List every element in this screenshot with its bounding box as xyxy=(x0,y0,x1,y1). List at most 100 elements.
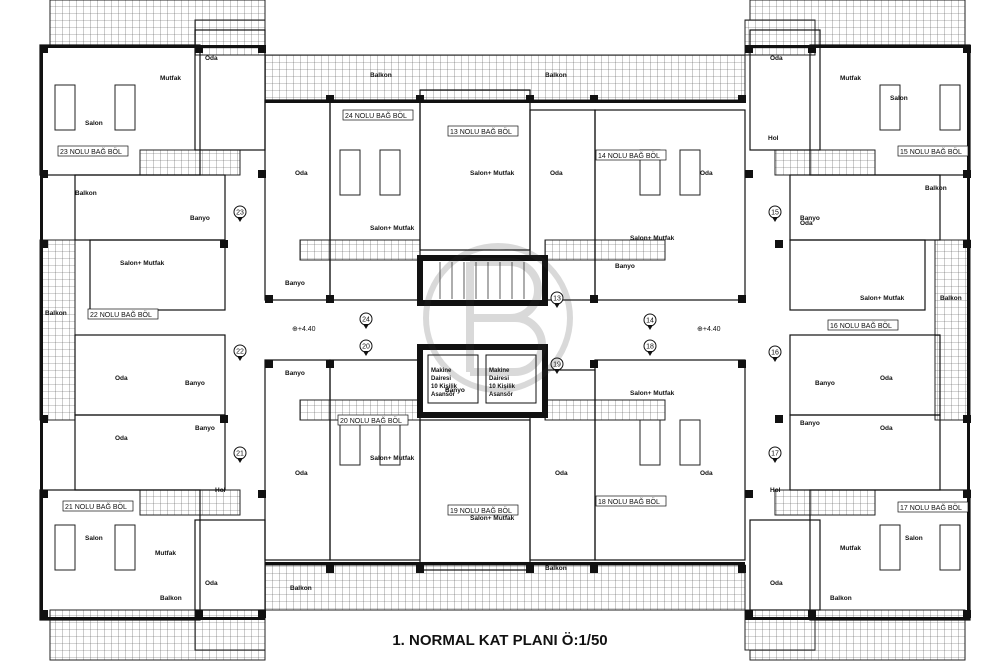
room-label-oda: Oda xyxy=(295,470,308,477)
room-label-salon_mutfak: Salon+ Mutfak xyxy=(630,235,675,242)
sofa xyxy=(379,149,401,196)
room-label-balkon: Balkon xyxy=(160,595,182,602)
room xyxy=(194,519,266,611)
marker-arrow xyxy=(237,458,243,463)
room-label-oda: Oda xyxy=(800,220,813,227)
room-label-hol: Hol xyxy=(768,135,779,142)
unit-marker-number: 19 xyxy=(553,362,561,369)
balcony xyxy=(194,609,266,651)
unit-marker-number: 23 xyxy=(236,210,244,217)
wall xyxy=(745,617,970,620)
room-label-salon_mutfak: Salon+ Mutfak xyxy=(370,225,415,232)
room-label-oda: Oda xyxy=(115,435,128,442)
marker-arrow xyxy=(554,369,560,374)
room-label-salon_mutfak: Salon+ Mutfak xyxy=(370,455,415,462)
balcony xyxy=(744,19,816,56)
watermark-logo xyxy=(423,243,573,393)
wall xyxy=(40,45,43,620)
column xyxy=(326,95,334,103)
rooms xyxy=(39,29,971,621)
elevator-label: 10 Kişilik xyxy=(431,384,458,390)
sofa xyxy=(939,524,961,571)
unit-marker-number: 20 xyxy=(362,344,370,351)
column xyxy=(220,415,228,423)
column xyxy=(745,170,753,178)
balcony xyxy=(299,239,421,261)
balcony xyxy=(774,489,876,516)
sofa xyxy=(339,419,361,466)
room-label-balkon: Balkon xyxy=(830,595,852,602)
sofa xyxy=(54,84,76,131)
room-label-oda: Oda xyxy=(550,170,563,177)
unit-marker-number: 21 xyxy=(236,451,244,458)
column xyxy=(775,240,783,248)
room-label-salon_mutfak: Salon+ Mutfak xyxy=(120,260,165,267)
marker-arrow xyxy=(772,357,778,362)
unit-label-box xyxy=(337,414,409,426)
column xyxy=(258,490,266,498)
balcony xyxy=(264,54,746,101)
room-label-oda: Oda xyxy=(205,55,218,62)
column xyxy=(590,95,598,103)
elevator-label: Asansör xyxy=(489,392,514,398)
room-label-oda: Oda xyxy=(700,170,713,177)
room-label-mutfak: Mutfak xyxy=(160,75,181,82)
unit-label: 14 NOLU BAĞ BÖL xyxy=(598,151,660,160)
room-label-oda: Oda xyxy=(770,55,783,62)
column xyxy=(258,45,266,53)
column xyxy=(590,360,598,368)
room-label-banyo: Banyo xyxy=(445,387,465,394)
room-label-banyo: Banyo xyxy=(195,425,215,432)
column xyxy=(590,295,598,303)
unit-label-box xyxy=(342,109,414,121)
column xyxy=(265,295,273,303)
room-label-balkon: Balkon xyxy=(75,190,97,197)
elevator-label: Makine xyxy=(431,368,452,374)
elevator-label: Asansör xyxy=(431,392,456,398)
column xyxy=(745,610,753,618)
column xyxy=(40,610,48,618)
room-label-salon_mutfak: Salon+ Mutfak xyxy=(470,515,515,522)
room-label-banyo: Banyo xyxy=(800,420,820,427)
room-label-balkon: Balkon xyxy=(925,185,947,192)
room-label-salon_mutfak: Salon+ Mutfak xyxy=(470,170,515,177)
room-label-balkon: Balkon xyxy=(940,295,962,302)
balcony xyxy=(39,239,76,421)
unit-label: 23 NOLU BAĞ BÖL xyxy=(60,147,122,156)
elevation-label: ⊕+4.40 xyxy=(292,326,316,333)
marker-arrow xyxy=(237,356,243,361)
unit-label-box xyxy=(595,149,667,161)
unit-marker-number: 16 xyxy=(771,350,779,357)
walls xyxy=(40,45,971,620)
room xyxy=(789,334,941,416)
balcony xyxy=(139,489,241,516)
column xyxy=(258,610,266,618)
sofa xyxy=(879,84,901,131)
room xyxy=(194,29,266,151)
balcony-tiles xyxy=(39,0,971,661)
column xyxy=(526,95,534,103)
room-label-salon: Salon xyxy=(905,535,923,542)
room-label-oda: Oda xyxy=(700,470,713,477)
column xyxy=(808,610,816,618)
elevation-label: ⊕+4.40 xyxy=(697,326,721,333)
column xyxy=(265,360,273,368)
sofa xyxy=(939,84,961,131)
column xyxy=(738,565,746,573)
column xyxy=(738,360,746,368)
marker-arrow xyxy=(647,325,653,330)
column xyxy=(526,565,534,573)
room-label-balkon: Balkon xyxy=(370,72,392,79)
room-label-balkon: Balkon xyxy=(545,565,567,572)
sofa xyxy=(339,149,361,196)
unit-label-box xyxy=(897,501,969,513)
room xyxy=(74,334,226,416)
room xyxy=(749,519,821,611)
column xyxy=(326,360,334,368)
room-label-mutfak: Mutfak xyxy=(840,545,861,552)
unit-label-box xyxy=(57,145,129,157)
unit-marker-number: 24 xyxy=(362,317,370,324)
